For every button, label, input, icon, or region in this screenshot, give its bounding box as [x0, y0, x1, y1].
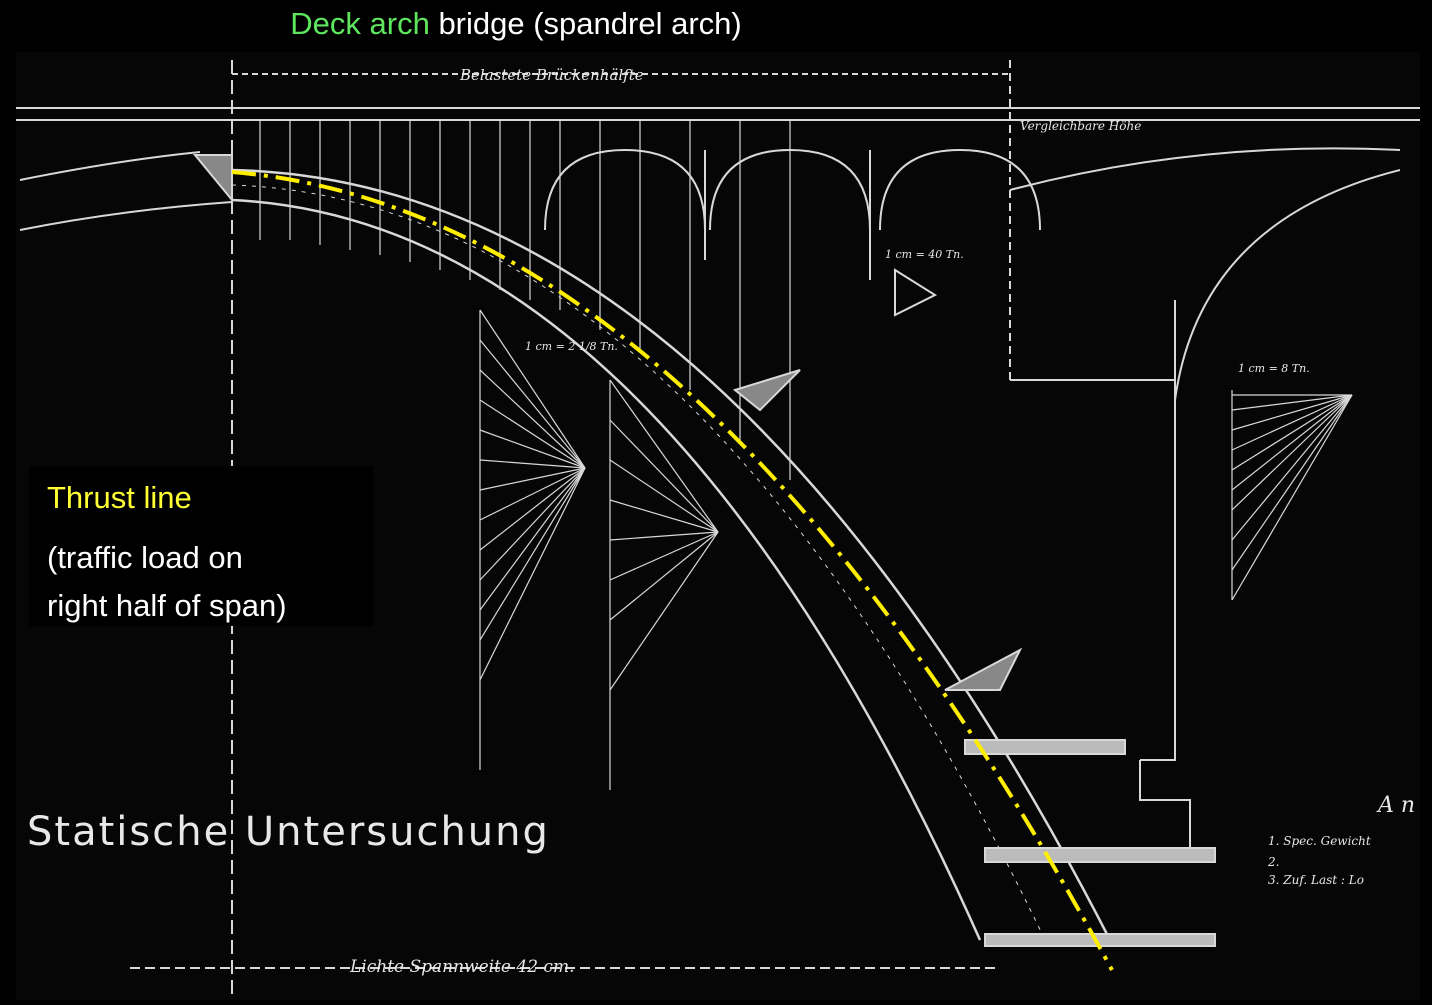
- bridge-drawing-svg: Statische Untersuchung Belastete Brücken…: [16, 60, 1420, 1000]
- title-rest: bridge (spandrel arch): [429, 6, 742, 41]
- legend-title: Thrust line: [47, 480, 192, 515]
- drawing-main-label: Statische Untersuchung: [27, 809, 550, 855]
- side-note-3: 3. Zuf. Last : Lo: [1268, 873, 1364, 887]
- spandrel-arch-1: [544, 148, 706, 231]
- side-note-heading: A n: [1376, 793, 1415, 818]
- scale-label-1: 1 cm = 40 Tn.: [885, 248, 964, 261]
- hinge-triangle-lower: [944, 647, 1023, 691]
- springing-bar-1: [964, 739, 1126, 755]
- scale-label-2: 1 cm = 2 1/8 Tn.: [525, 340, 618, 353]
- spandrel-arch-3: [879, 148, 1041, 231]
- springing-bar-2: [984, 847, 1216, 863]
- scale-arrow: [894, 268, 938, 317]
- force-polygon-2: [609, 379, 719, 790]
- title-highlight: Deck arch: [290, 6, 430, 41]
- hinge-triangle-left: [192, 154, 233, 203]
- drawing-top-label: Belastete Brückenhälfte: [459, 66, 644, 84]
- left-approach-line-2: [19, 201, 233, 231]
- force-polygon-3: [1231, 390, 1353, 601]
- drawing-right-top-label: Vergleichbare Höhe: [1020, 119, 1141, 133]
- right-arch-curve: [1174, 169, 1401, 401]
- legend-line-2: right half of span): [47, 588, 287, 623]
- hinge-triangle-mid: [732, 369, 801, 412]
- abutment-steps: [1139, 760, 1210, 861]
- legend-line-1: (traffic load on: [47, 540, 243, 575]
- page-title: Deck arch bridge (spandrel arch): [0, 6, 1032, 42]
- arch-extrados: [231, 168, 1112, 941]
- side-note-2: 2.: [1267, 855, 1279, 869]
- arch-intrados: [231, 198, 982, 941]
- legend-box: [29, 466, 373, 626]
- side-note-1: 1. Spec. Gewicht: [1268, 834, 1371, 848]
- abutment-outline: [1010, 379, 1176, 761]
- force-polygon-1: [479, 309, 586, 770]
- load-verticals: [259, 120, 791, 480]
- drawing-span-label: Lichte Spannweite 42 cm.: [349, 957, 574, 977]
- right-arch-top: [1009, 147, 1401, 191]
- thrust-line: [231, 170, 1114, 971]
- scale-label-3: 1 cm = 8 Tn.: [1238, 362, 1310, 375]
- left-approach-line-1: [19, 151, 201, 181]
